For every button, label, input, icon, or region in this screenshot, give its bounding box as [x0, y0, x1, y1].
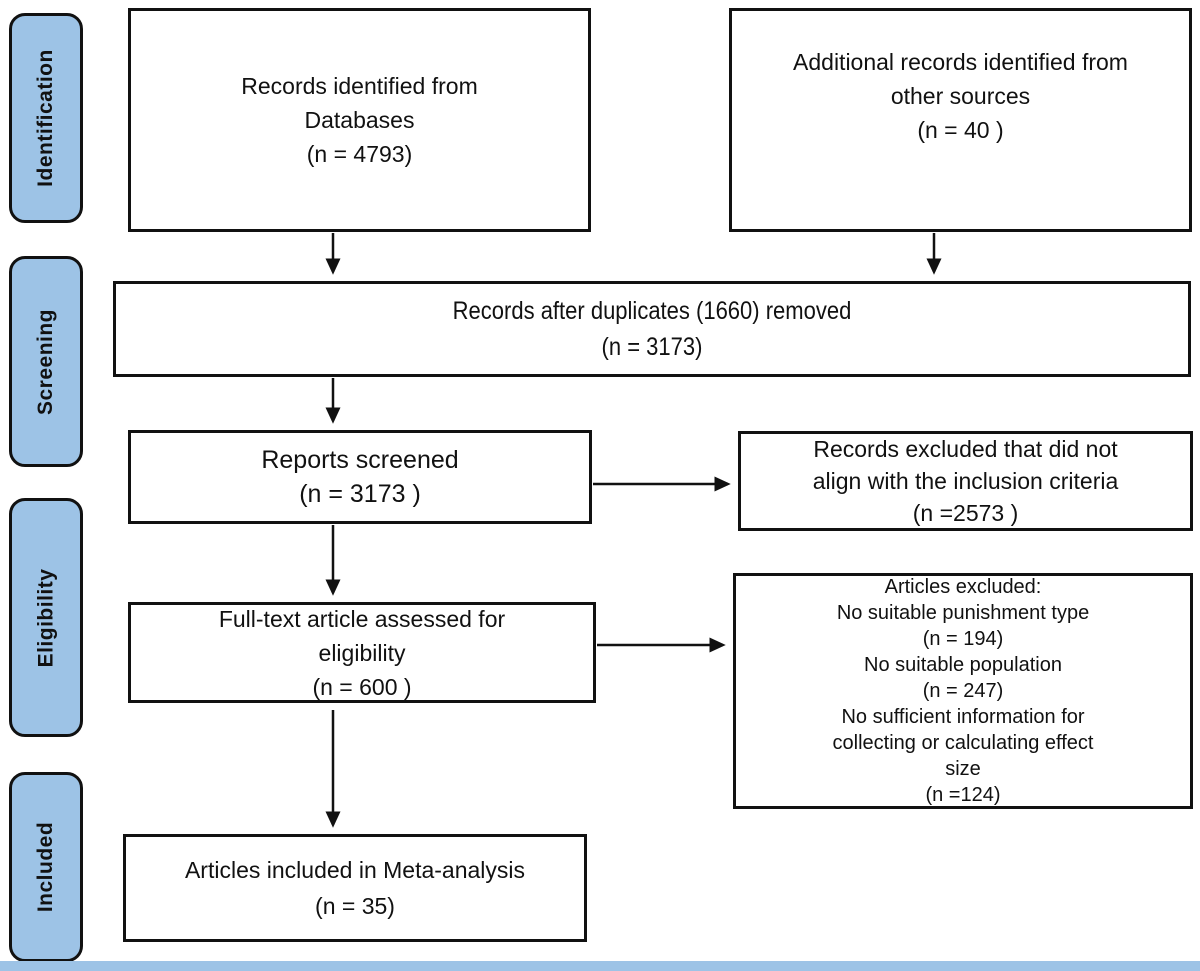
- stage-label-screening-text: Screening: [34, 308, 58, 415]
- box-articles-excluded-text: Articles excluded:No suitable punishment…: [832, 576, 1094, 806]
- stage-label-identification-text: Identification: [34, 49, 58, 187]
- box-articles-excluded: Articles excluded:No suitable punishment…: [733, 573, 1193, 809]
- stage-label-eligibility-text: Eligibility: [34, 568, 57, 667]
- box-included-meta-analysis: Articles included in Meta-analysis(n = 3…: [123, 834, 587, 942]
- stage-label-included-text: Included: [34, 821, 57, 913]
- stage-label-screening: Screening: [9, 256, 83, 467]
- stage-label-included: Included: [9, 772, 83, 962]
- stage-label-identification: Identification: [9, 13, 83, 223]
- box-included-meta-analysis-text: Articles included in Meta-analysis(n = 3…: [184, 857, 526, 919]
- box-after-duplicates: Records after duplicates (1660) removed(…: [113, 281, 1191, 377]
- bottom-blue-strip: [0, 961, 1200, 971]
- box-reports-screened: Reports screened(n = 3173 ): [128, 430, 592, 524]
- box-reports-screened-text: Reports screened(n = 3173 ): [261, 446, 459, 508]
- box-after-duplicates-text: Records after duplicates (1660) removed(…: [452, 297, 852, 361]
- stage-label-eligibility: Eligibility: [9, 498, 83, 737]
